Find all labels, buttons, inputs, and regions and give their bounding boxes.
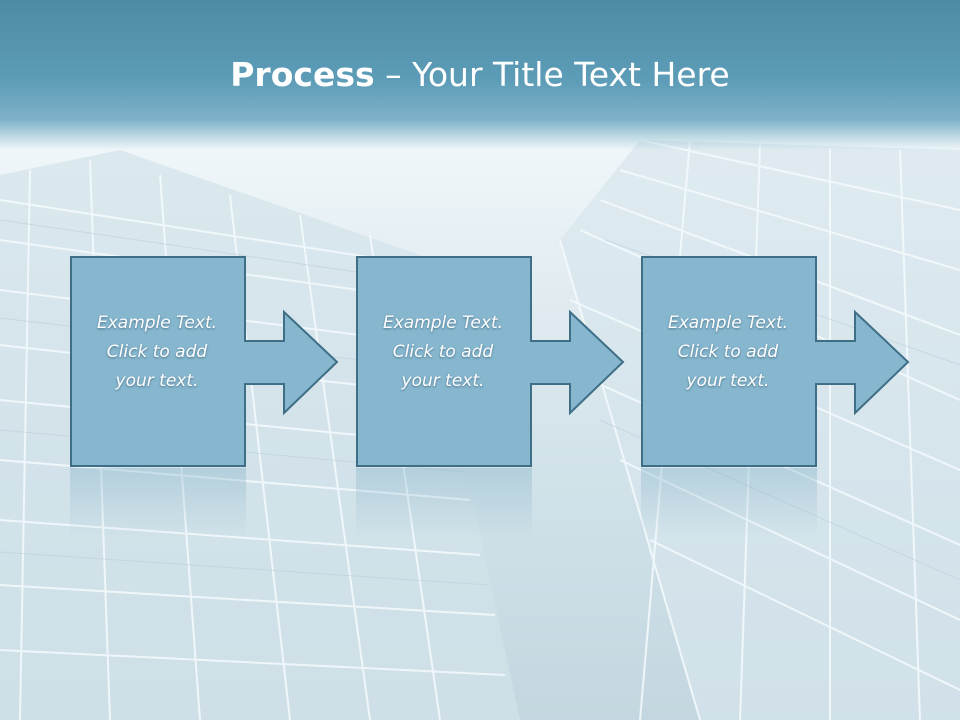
- step-3-reflection: [641, 468, 817, 538]
- slide-title-rest: – Your Title Text Here: [374, 55, 730, 94]
- step-1-reflection: [70, 468, 246, 538]
- title-band: [0, 0, 960, 150]
- step-1-text: Example Text. Click to add your text.: [96, 313, 218, 391]
- slide-title-bold: Process: [230, 55, 375, 94]
- slide-title[interactable]: Process – Your Title Text Here: [0, 52, 960, 98]
- process-step-3[interactable]: Example Text. Click to add your text.: [641, 256, 913, 468]
- step-arrow-shape: [70, 256, 339, 467]
- process-step-2[interactable]: Example Text. Click to add your text.: [356, 256, 628, 468]
- step-arrow-shape: [641, 256, 910, 467]
- step-2-reflection: [356, 468, 532, 538]
- step-3-text: Example Text. Click to add your text.: [667, 313, 789, 391]
- step-2-text: Example Text. Click to add your text.: [382, 313, 504, 391]
- step-arrow-shape: [356, 256, 625, 467]
- process-step-1[interactable]: Example Text. Click to add your text.: [70, 256, 342, 468]
